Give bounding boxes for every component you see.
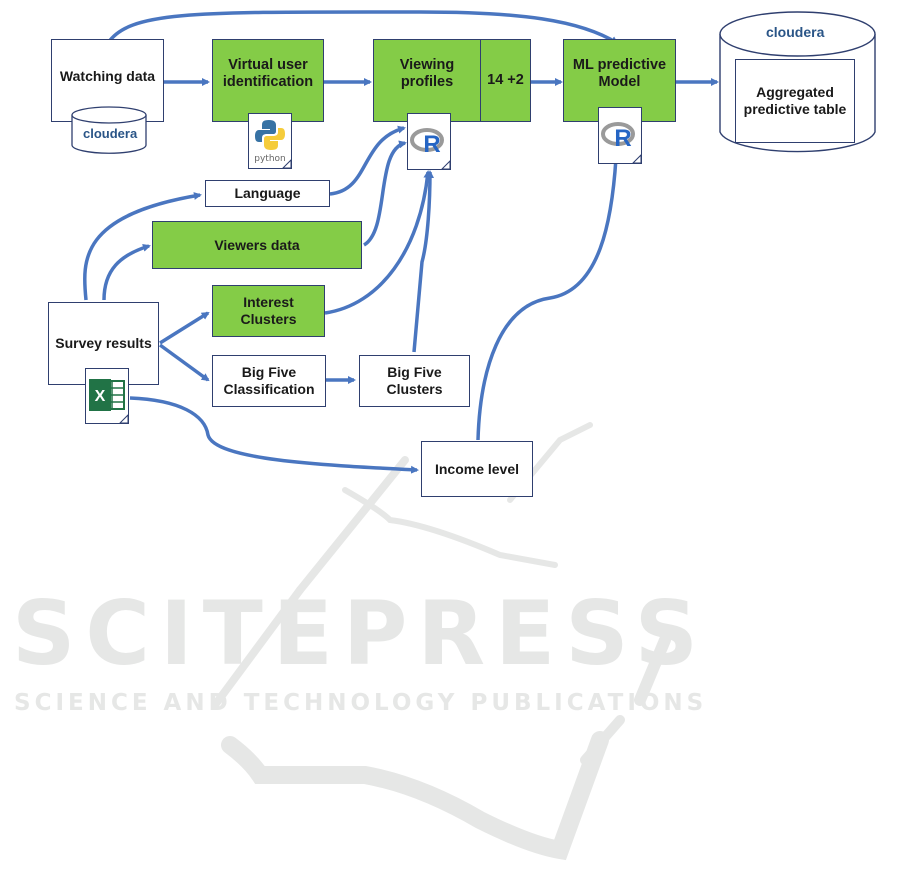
r-logo-icon: R [601, 122, 642, 164]
cloudera-logo-small: cloudera [83, 126, 138, 141]
arrow-survey-to-interest [159, 311, 210, 345]
node-viewing-profiles[interactable]: Viewing profiles [373, 39, 481, 122]
node-viewing-profiles-label: Viewing profiles [399, 56, 455, 90]
r-logo-text: R [614, 125, 631, 152]
python-logo-text: python [254, 154, 285, 164]
node-watching-data-label: Watching data [59, 68, 156, 84]
r-script-doc-viewing: R [407, 113, 451, 170]
arrow-income-to-ml [476, 156, 620, 441]
python-script-doc: python [248, 113, 292, 169]
arrow-excel-to-income [129, 396, 419, 474]
excel-logo-text: X [95, 388, 106, 405]
node-virtual-user-identification[interactable]: Virtual user identification [212, 39, 324, 122]
node-big-five-classification-label: Big Five Classification [223, 364, 315, 397]
node-big-five-clusters-label: Big Five Clusters [386, 364, 443, 397]
r-logo-text: R [423, 131, 440, 158]
node-language[interactable]: Language [205, 180, 330, 207]
watermark-subtitle: SCIENCE AND TECHNOLOGY PUBLICATIONS [14, 690, 708, 716]
node-income-level[interactable]: Income level [421, 441, 533, 497]
arrow-viewers-to-viewing [362, 140, 407, 247]
node-language-label: Language [234, 185, 301, 201]
r-logo-icon: R [410, 128, 451, 170]
excel-file-doc: X [85, 368, 129, 424]
arrow-interest-to-viewing [324, 170, 432, 315]
cloudera-logo-large: cloudera [766, 24, 825, 40]
node-profile-count[interactable]: 14 +2 [480, 39, 531, 122]
node-big-five-classification[interactable]: Big Five Classification [212, 355, 326, 407]
node-big-five-clusters[interactable]: Big Five Clusters [359, 355, 470, 407]
node-virtual-user-identification-label: Virtual user identification [222, 56, 314, 90]
node-viewers-data[interactable]: Viewers data [152, 221, 362, 269]
node-profile-count-label: 14 +2 [487, 72, 524, 88]
r-script-doc-ml: R [598, 107, 642, 164]
node-survey-results-label: Survey results [55, 335, 152, 351]
python-logo-icon: python [254, 120, 292, 169]
arrow-language-to-viewing [329, 125, 406, 196]
node-viewers-data-label: Viewers data [214, 236, 300, 253]
node-income-level-label: Income level [434, 460, 520, 477]
arrow-survey-to-viewers [102, 243, 151, 301]
node-interest-clusters-label: Interest Clusters [240, 294, 297, 327]
excel-logo-icon: X [89, 379, 129, 424]
arrow-survey-to-bigfive [158, 343, 210, 382]
arrow-survey-to-language [83, 192, 202, 301]
node-interest-clusters[interactable]: Interest Clusters [212, 285, 325, 337]
watermark-title: SCITEPRESS [12, 582, 709, 685]
node-aggregated-predictive-table[interactable]: Aggregated predictive table [735, 59, 855, 143]
node-aggregated-predictive-table-label: Aggregated predictive table [743, 84, 847, 117]
arrow-watching-to-ml [106, 10, 619, 45]
arrow-bigfive-clusters-to-viewing [412, 170, 434, 353]
node-ml-predictive-model-label: ML predictive Model [572, 56, 667, 90]
cloudera-database-icon [71, 106, 147, 154]
node-survey-results[interactable]: Survey results [48, 302, 159, 385]
